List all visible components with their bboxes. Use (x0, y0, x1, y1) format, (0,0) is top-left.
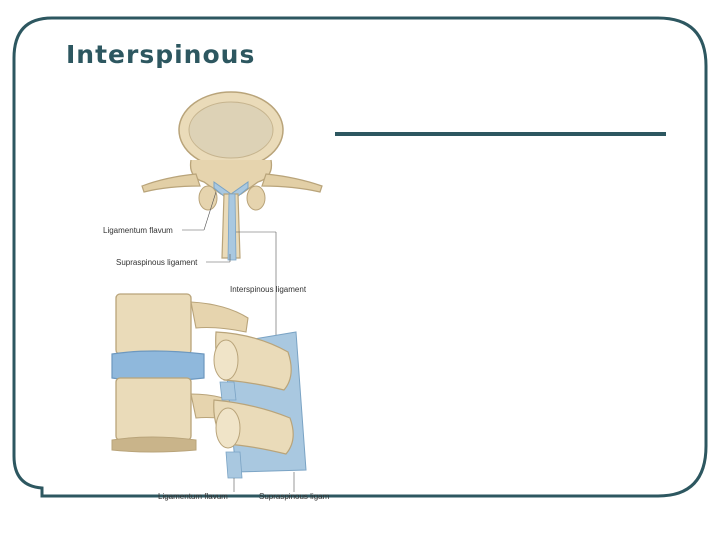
label-supraspinous-bottom: Supraspinous ligam (259, 492, 330, 501)
vertebra-lateral-view (111, 293, 307, 479)
slide-frame (12, 16, 708, 498)
vertebra-superior-view (141, 91, 323, 261)
label-ligamentum-flavum-bottom: Ligamentum flavum (158, 492, 228, 501)
title-rule (335, 132, 666, 136)
label-interspinous-ligament: Interspinous ligament (230, 285, 307, 294)
spine-ligament-illustration (111, 91, 323, 492)
label-ligamentum-flavum-top: Ligamentum flavum (103, 226, 173, 235)
slide-title: Interspinous (66, 40, 256, 69)
label-supraspinous-top: Supraspinous ligament (116, 258, 198, 267)
